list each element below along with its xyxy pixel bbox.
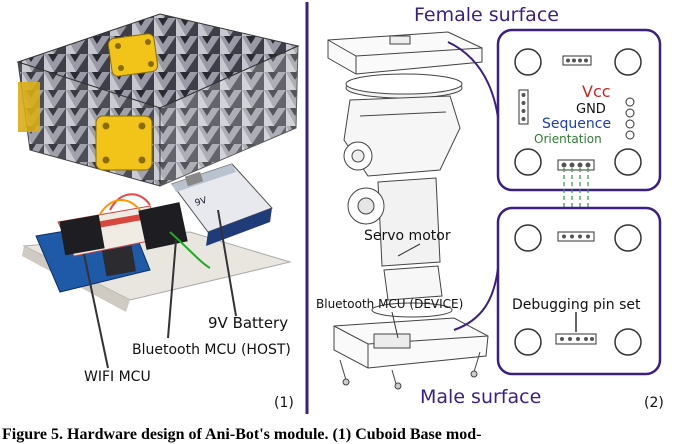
male-surface-title: Male surface [420,386,542,408]
label-bluetooth-mcu-device: Bluetooth MCU (DEVICE) [316,297,464,311]
label-9v-battery: 9V Battery [208,314,289,332]
panel1-label: (1) [274,395,294,411]
panel1-photo: 9V [16,13,300,369]
female-surface-board [496,28,662,192]
panel2-label: (2) [644,395,664,411]
pin-label-gnd: GND [576,102,606,117]
pin-label-vcc: Vcc [582,82,611,101]
female-surface-title: Female surface [414,4,559,26]
yellow-connector-top [107,33,159,77]
male-surface-board [496,206,662,376]
pin-label-sequence: Sequence [542,116,612,132]
svg-text:9V: 9V [194,195,209,208]
pin-label-orientation: Orientation [534,132,602,146]
label-bluetooth-mcu-host: Bluetooth MCU (HOST) [132,342,291,358]
label-servo-motor: Servo motor [364,228,451,244]
yellow-connector-front [95,115,153,171]
figure-caption: Figure 5. Hardware design of Ani-Bot's m… [2,426,482,443]
label-debugging-pin-set: Debugging pin set [512,297,641,313]
panel2-drawing [327,31,489,390]
label-wifi-mcu: WIFI MCU [84,369,151,385]
